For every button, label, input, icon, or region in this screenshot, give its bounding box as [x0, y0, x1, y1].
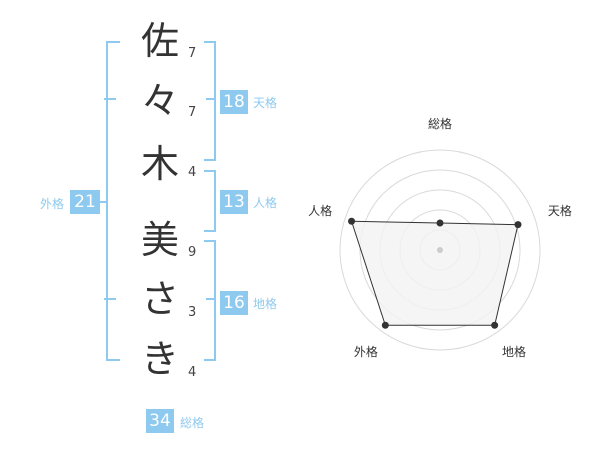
chikaku-label: 地格 — [253, 297, 278, 311]
name-char: 木 — [140, 142, 179, 186]
gaikaku-value: 21 — [70, 190, 100, 214]
radar-point — [381, 321, 389, 329]
radar-point — [514, 221, 522, 229]
radar-axis-label: 総格 — [428, 116, 452, 131]
gaikaku-tick — [104, 98, 116, 100]
jinkaku-value: 13 — [220, 190, 248, 214]
chikaku-tick — [206, 298, 216, 300]
name-char: 々 — [140, 79, 179, 123]
chikaku-value: 16 — [220, 291, 248, 315]
name-char: 佐 — [140, 19, 179, 63]
tenkaku-label: 天格 — [253, 96, 278, 110]
radar-axis-label: 外格 — [354, 344, 378, 359]
stroke-count: 3 — [188, 305, 197, 320]
name-char: さ — [140, 277, 179, 321]
name-char: き — [140, 337, 179, 381]
gaikaku-tick — [104, 298, 116, 300]
radar-grid-ring — [359, 169, 521, 331]
radar-axis-label: 地格 — [502, 344, 526, 359]
tenkaku-value: 18 — [220, 90, 248, 114]
gaikaku-label: 外格 — [40, 197, 65, 211]
tenkaku-bracket — [204, 41, 216, 161]
tenkaku-tick — [206, 98, 216, 100]
radar-point — [348, 217, 356, 225]
radar-point — [436, 219, 444, 227]
radar-area — [350, 220, 519, 326]
radar-point — [491, 321, 499, 329]
soukaku-value: 34 — [146, 409, 174, 433]
radar-axis-label: 天格 — [548, 203, 572, 218]
radar-axis-label: 人格 — [308, 203, 332, 218]
gaikaku-bracket — [106, 41, 120, 361]
stroke-count: 9 — [188, 245, 197, 260]
stroke-count: 4 — [188, 165, 197, 180]
radar-center-dot — [437, 247, 443, 253]
radar-grid-ring — [339, 149, 541, 351]
stroke-count: 4 — [188, 365, 197, 380]
jinkaku-bracket — [204, 170, 216, 232]
soukaku-label: 総格 — [180, 416, 205, 430]
jinkaku-label: 人格 — [253, 196, 278, 210]
gaikaku-connector — [100, 201, 108, 203]
stroke-count: 7 — [188, 46, 197, 61]
stroke-count: 7 — [188, 105, 197, 120]
name-char: 美 — [140, 218, 179, 262]
name-diagram: 佐 々 木 美 さ き 7 7 4 9 3 4 18 天格 13 人格 16 地… — [40, 19, 278, 433]
chikaku-bracket — [204, 240, 216, 361]
